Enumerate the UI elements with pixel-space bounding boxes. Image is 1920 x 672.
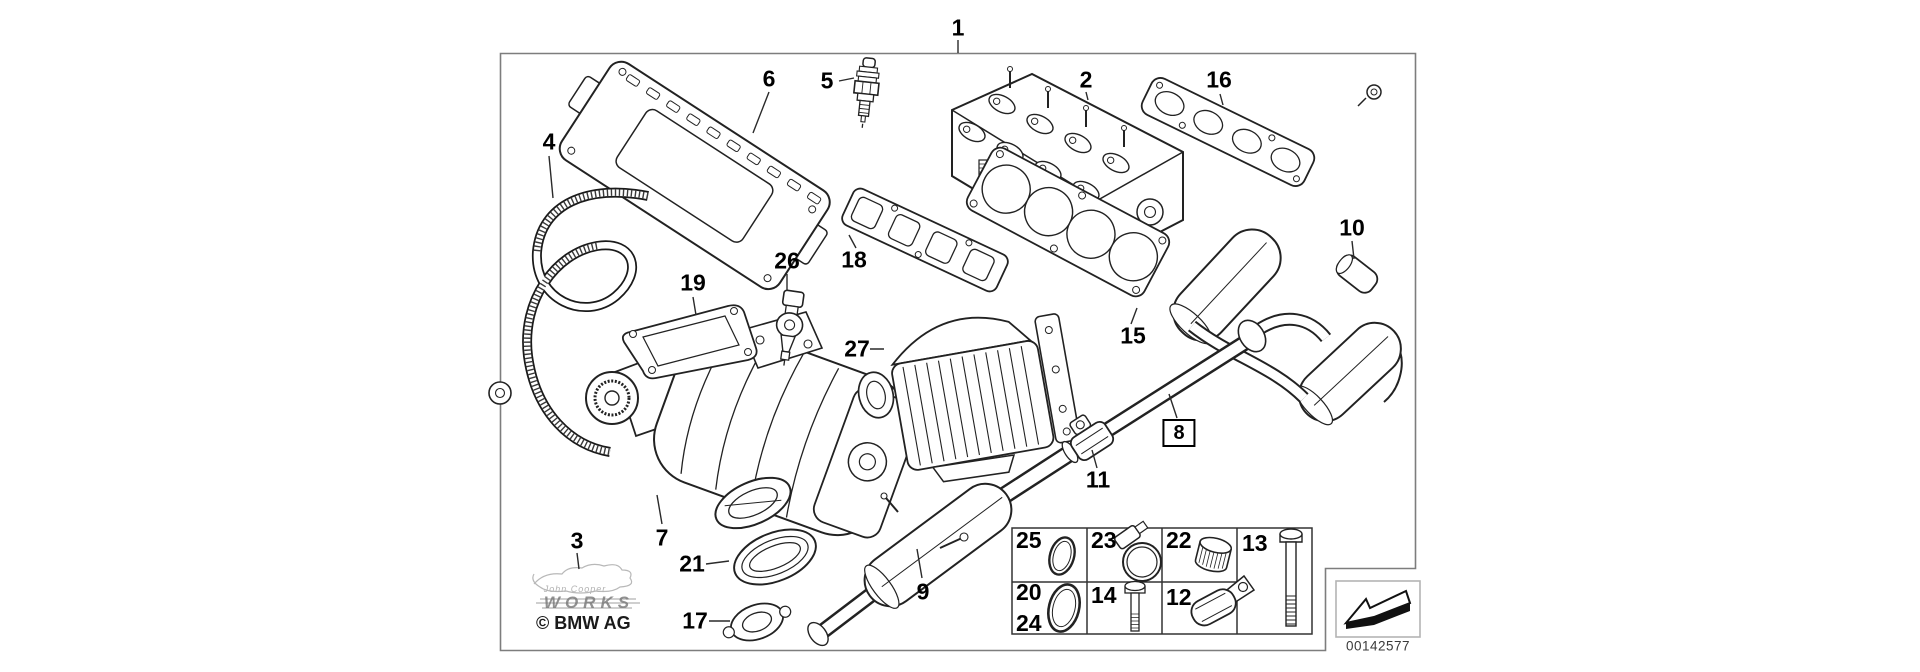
callout-27[interactable]: 27 — [844, 335, 870, 362]
head-gasket-drawing — [965, 146, 1171, 298]
rear-silencer-drawing — [1071, 228, 1403, 457]
callout-25[interactable]: 25 — [1016, 527, 1042, 553]
leader-lines — [548, 40, 1355, 622]
o-ring-25-drawing — [1048, 536, 1076, 576]
exhaust-clamp-drawing — [1069, 414, 1115, 462]
clamp-bracket-12-drawing — [1190, 574, 1256, 627]
callout-22[interactable]: 22 — [1166, 527, 1192, 553]
fasteners-table — [1011, 527, 1313, 635]
watermark-script-text: John Cooper — [543, 584, 607, 594]
centre-muffler-drawing — [807, 440, 1079, 647]
callout-18[interactable]: 18 — [841, 246, 867, 273]
callout-2[interactable]: 2 — [1079, 66, 1093, 93]
callout-17[interactable]: 17 — [682, 607, 708, 634]
frame-border — [499, 52, 1417, 652]
callout-12[interactable]: 12 — [1166, 584, 1192, 610]
screw-plug-22-drawing — [1194, 536, 1233, 573]
valve-cover-drawing — [558, 60, 831, 291]
callout-9[interactable]: 9 — [916, 578, 930, 605]
callout-16[interactable]: 16 — [1206, 66, 1232, 93]
callout-13[interactable]: 13 — [1242, 530, 1268, 556]
image-number: 00142577 — [1345, 638, 1411, 654]
callout-20[interactable]: 20 — [1016, 579, 1042, 605]
bolt-14-drawing — [1124, 580, 1146, 632]
intake-manifold-gasket-drawing — [841, 187, 1009, 293]
hose-clamp-23-drawing — [1114, 520, 1162, 582]
profile-gasket-drawing — [621, 304, 758, 380]
small-fitting-drawing — [1357, 84, 1382, 107]
works-logo-drawing — [532, 563, 640, 609]
callout-6[interactable]: 6 — [762, 65, 776, 92]
injector-drawing — [775, 289, 805, 366]
callout-5[interactable]: 5 — [820, 67, 834, 94]
oval-gasket-drawing — [733, 528, 817, 586]
callout-15[interactable]: 15 — [1120, 322, 1146, 349]
callout-11[interactable]: 11 — [1085, 466, 1111, 493]
spark-plug-drawing — [852, 57, 880, 128]
exhaust-manifold-gasket-drawing — [1140, 77, 1316, 187]
callout-24[interactable]: 24 — [1016, 610, 1042, 636]
callout-26[interactable]: 26 — [774, 247, 800, 274]
callout-8-boxed[interactable]: 8 — [1162, 419, 1196, 447]
callout-23[interactable]: 23 — [1091, 527, 1117, 553]
watermark-block-text: WORKS — [543, 593, 635, 612]
long-bolt-13-drawing — [1279, 528, 1303, 627]
callout-14[interactable]: 14 — [1091, 582, 1117, 608]
exhaust-flange-gasket-drawing — [722, 602, 792, 642]
copyright-text: © BMW AG — [536, 613, 631, 633]
callout-10[interactable]: 10 — [1339, 214, 1365, 241]
callout-1[interactable]: 1 — [951, 14, 965, 41]
o-ring-20-24-drawing — [1047, 583, 1081, 633]
callout-7[interactable]: 7 — [655, 524, 669, 551]
callout-3[interactable]: 3 — [570, 527, 584, 554]
intercooler-drawing — [857, 313, 1081, 483]
callout-4[interactable]: 4 — [542, 128, 556, 155]
page-arrow-icon — [1343, 589, 1412, 629]
callout-21[interactable]: 21 — [679, 550, 705, 577]
page-arrow[interactable] — [1335, 580, 1421, 638]
v-belt-drawing — [522, 187, 649, 457]
callout-19[interactable]: 19 — [680, 269, 706, 296]
